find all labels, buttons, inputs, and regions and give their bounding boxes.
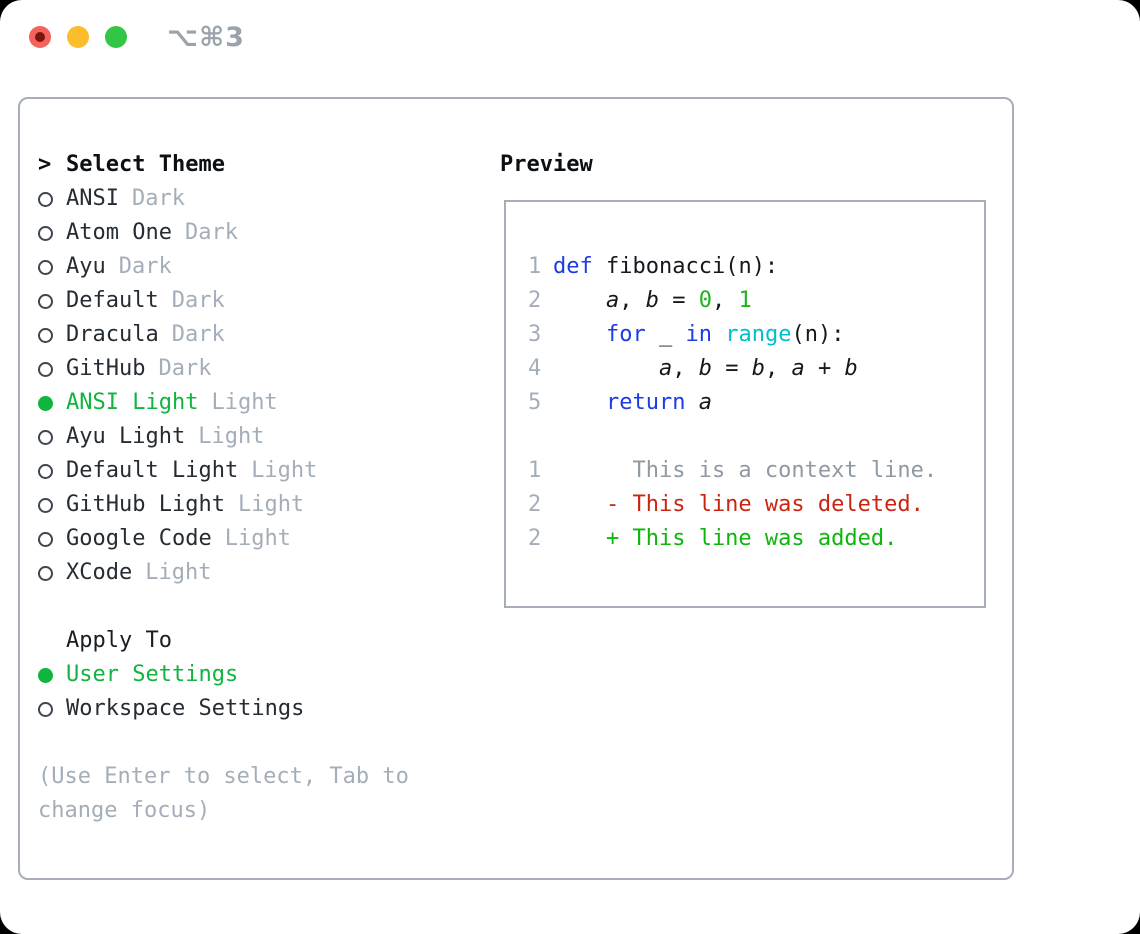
radio-icon xyxy=(38,259,53,275)
theme-option-ansi[interactable]: ANSI Dark xyxy=(38,182,438,216)
radio-icon xyxy=(38,531,53,547)
line-number: 4 xyxy=(528,356,542,381)
theme-option-github-light[interactable]: GitHub Light Light xyxy=(38,488,438,522)
radio-icon xyxy=(38,225,53,241)
theme-name: Default xyxy=(66,288,159,313)
theme-name: XCode xyxy=(66,560,133,585)
code-line: 5 return a xyxy=(528,386,984,420)
line-number: 1 xyxy=(528,458,542,483)
theme-option-ayu[interactable]: Ayu Dark xyxy=(38,250,438,284)
theme-name: Google Code xyxy=(66,526,212,551)
theme-name: ANSI Light xyxy=(66,390,199,415)
theme-name: Atom One xyxy=(66,220,172,245)
theme-variant-tag: Light xyxy=(198,424,265,449)
apply-option-label: User Settings xyxy=(66,662,239,687)
radio-icon xyxy=(38,701,53,717)
code-line: 2 a, b = 0, 1 xyxy=(528,284,984,318)
theme-variant-tag: Dark xyxy=(171,322,225,347)
titlebar: ⌥⌘3 xyxy=(29,22,245,53)
prompt-caret: > xyxy=(38,152,52,177)
radio-icon xyxy=(38,463,53,479)
theme-name: Ayu Light xyxy=(66,424,186,449)
close-button[interactable] xyxy=(29,26,51,48)
theme-name: GitHub Light xyxy=(66,492,225,517)
close-dot-icon xyxy=(35,32,45,42)
preview-title: Preview xyxy=(500,152,593,177)
line-number: 1 xyxy=(528,254,542,279)
spacer xyxy=(528,420,984,454)
code-line: 4 a, b = b, a + b xyxy=(528,352,984,386)
radio-icon xyxy=(38,361,53,377)
diff-preview: 1 This is a context line.2 - This line w… xyxy=(528,454,984,556)
theme-name: Dracula xyxy=(66,322,159,347)
line-number: 2 xyxy=(528,288,542,313)
radio-icon xyxy=(38,191,53,207)
apply-option-workspace-settings[interactable]: Workspace Settings xyxy=(38,692,438,726)
diff-line-add: 2 + This line was added. xyxy=(528,522,984,556)
apply-option-label: Workspace Settings xyxy=(66,696,305,721)
theme-option-ansi-light[interactable]: ANSI Light Light xyxy=(38,386,438,420)
select-theme-title-row: > Select Theme xyxy=(38,148,438,182)
theme-variant-tag: Light xyxy=(237,492,305,517)
apply-option-user-settings[interactable]: User Settings xyxy=(38,658,438,692)
theme-variant-tag: Light xyxy=(145,560,212,585)
theme-variant-tag: Dark xyxy=(131,186,185,211)
theme-option-xcode[interactable]: XCode Light xyxy=(38,556,438,590)
radio-icon xyxy=(38,327,53,343)
diff-line-ctx: 1 This is a context line. xyxy=(528,454,984,488)
spacer xyxy=(38,590,438,624)
radio-icon xyxy=(38,497,53,513)
line-number: 5 xyxy=(528,390,542,415)
theme-name: ANSI xyxy=(66,186,119,211)
theme-option-ayu-light[interactable]: Ayu Light Light xyxy=(38,420,438,454)
theme-variant-tag: Light xyxy=(211,390,278,415)
theme-variant-tag: Light xyxy=(224,526,291,551)
maximize-button[interactable] xyxy=(105,26,127,48)
theme-option-google-code[interactable]: Google Code Light xyxy=(38,522,438,556)
radio-icon xyxy=(38,429,53,445)
apply-to-title-row: Apply To xyxy=(38,624,438,658)
theme-option-default-light[interactable]: Default Light Light xyxy=(38,454,438,488)
select-theme-title: Select Theme xyxy=(66,152,225,177)
radio-selected-icon xyxy=(38,667,53,683)
theme-option-dracula[interactable]: Dracula Dark xyxy=(38,318,438,352)
theme-name: Default Light xyxy=(66,458,239,483)
theme-variant-tag: Dark xyxy=(158,356,212,381)
theme-option-default[interactable]: Default Dark xyxy=(38,284,438,318)
minimize-button[interactable] xyxy=(67,26,89,48)
keyboard-shortcut-label: ⌥⌘3 xyxy=(167,21,245,53)
theme-option-atom-one[interactable]: Atom One Dark xyxy=(38,216,438,250)
theme-variant-tag: Dark xyxy=(118,254,172,279)
theme-variant-tag: Dark xyxy=(171,288,225,313)
theme-name: Ayu xyxy=(66,254,106,279)
radio-icon xyxy=(38,293,53,309)
code-line: 3 for _ in range(n): xyxy=(528,318,984,352)
theme-option-github[interactable]: GitHub Dark xyxy=(38,352,438,386)
radio-selected-icon xyxy=(38,395,53,411)
theme-name: GitHub xyxy=(66,356,146,381)
diff-line-del: 2 - This line was deleted. xyxy=(528,488,984,522)
line-number: 2 xyxy=(528,492,542,517)
theme-variant-tag: Light xyxy=(251,458,318,483)
line-number: 3 xyxy=(528,322,542,347)
line-number: 2 xyxy=(528,526,542,551)
radio-icon xyxy=(38,565,53,581)
help-text: (Use Enter to select, Tab to change focu… xyxy=(38,764,409,823)
theme-variant-tag: Dark xyxy=(184,220,238,245)
apply-to-title: Apply To xyxy=(66,628,172,653)
